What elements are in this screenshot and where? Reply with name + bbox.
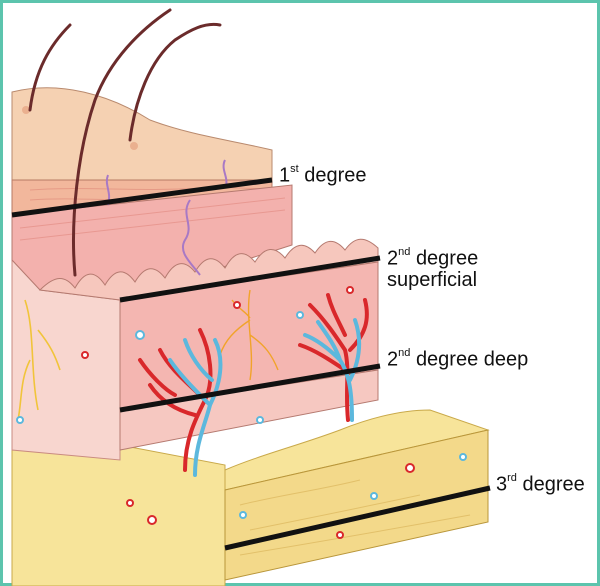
label-second-degree-superficial: 2nd degree — [387, 246, 479, 270]
label-third-degree: 3rd degree — [496, 472, 585, 496]
label-second-degree-deep: 2nd degree deep — [387, 347, 529, 371]
dermis-block — [16, 261, 379, 477]
depth-line-first — [11, 177, 273, 218]
dermis-superficial-block — [11, 184, 379, 301]
depth-lines — [11, 177, 491, 551]
subcutaneous-fat-left — [11, 444, 226, 586]
label-second-degree-superficial-line2: superficial — [387, 269, 478, 291]
subcutaneous-fat-block — [126, 409, 490, 581]
depth-line-second-deep — [119, 363, 381, 413]
depth-line-second-superficial — [119, 255, 381, 303]
depth-line-third — [224, 485, 491, 551]
label-first-degree: 1st degree — [279, 163, 367, 187]
